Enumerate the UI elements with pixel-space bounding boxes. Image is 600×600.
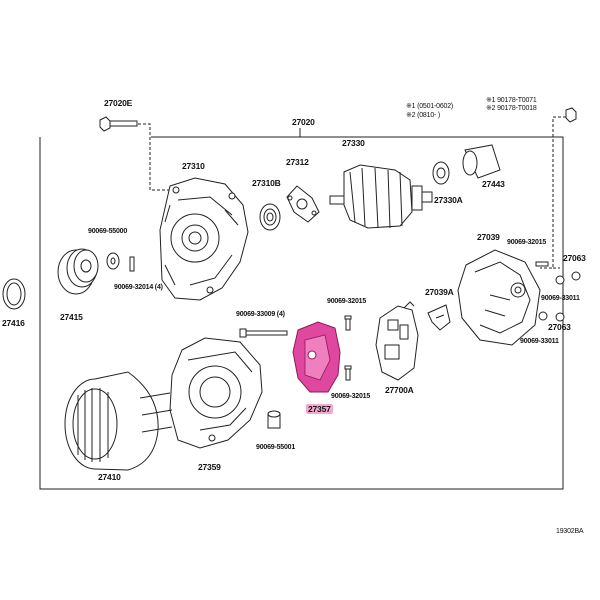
bolt-90069-32015-b [344,315,352,331]
stator-27410 [64,371,173,471]
label-90069-55000: 90069-55000 [88,228,128,235]
label-90069-33011-a: 90069-33011 [541,295,580,302]
label-27063-a: 27063 [563,253,586,263]
bolt-27020e [99,116,138,132]
figure-code: 19302BA [556,528,584,535]
label-90069-33011-b: 90069-33011 [520,338,559,345]
bolt-90069-32014 [129,256,135,272]
label-27443: 27443 [482,179,505,189]
rectifier-27359 [169,337,263,449]
rotor-27330 [329,164,433,229]
note-2: ※2 (0810- ) [406,112,441,119]
washer-90069-55000 [106,252,120,270]
label-27020e: 27020E [104,98,133,108]
regulator-27700a [375,301,419,381]
nut-27063-b [555,312,565,322]
assembly-frame [39,136,564,490]
label-90069-32015-c: 90069-32015 [331,393,371,400]
label-27310b: 27310B [252,178,281,188]
washer-90069-33011-b [538,311,548,321]
bolt-90069-33009 [239,328,288,338]
label-27330a: 27330A [434,195,463,205]
label-27415: 27415 [60,312,83,322]
label-27359: 27359 [198,462,221,472]
label-27410: 27410 [98,472,121,482]
leader-nut-top-right [540,116,566,269]
note-4: ※2 90178-T0018 [486,105,537,112]
drive-end-frame-27310 [159,177,249,301]
bearing-27330a [432,161,450,185]
bolt-90069-32015-a [535,261,549,267]
label-90069-32015-b: 90069-32015 [327,298,367,305]
label-90069-55001: 90069-55001 [256,444,296,451]
brush-holder-27357 [292,321,341,393]
label-90069-32015-a: 90069-32015 [507,239,547,246]
nut-27063-a [571,271,581,281]
note-1: ※1 (0501-0602) [406,103,454,110]
label-27357: 27357 [306,404,333,414]
ring-27416 [2,278,26,310]
label-90069-32014: 90069-32014 (4) [114,284,163,291]
cap-90069-55001 [267,410,281,429]
pulley-27415 [57,248,99,295]
label-27039a: 27039A [425,287,454,297]
label-27039: 27039 [477,232,500,242]
label-27020: 27020 [292,117,315,127]
label-27416: 27416 [2,318,25,328]
leader-27020e [138,123,170,191]
label-27700a: 27700A [385,385,414,395]
label-27312: 27312 [286,157,309,167]
rear-cover-27039 [457,249,541,346]
plate-27312 [286,185,320,223]
nut-top-right [565,107,577,123]
clip-27039a [427,304,451,331]
bearing-27310b [259,203,281,231]
label-27310: 27310 [182,161,205,171]
label-27063-b: 27063 [548,322,571,332]
cap-27443 [462,144,501,179]
label-90069-33009: 90069-33009 (4) [236,311,285,318]
bolt-90069-32015-c [344,365,352,381]
note-3: ※1 90178-T0071 [486,97,537,104]
washer-90069-33011-a [555,275,565,285]
label-27330: 27330 [342,138,365,148]
